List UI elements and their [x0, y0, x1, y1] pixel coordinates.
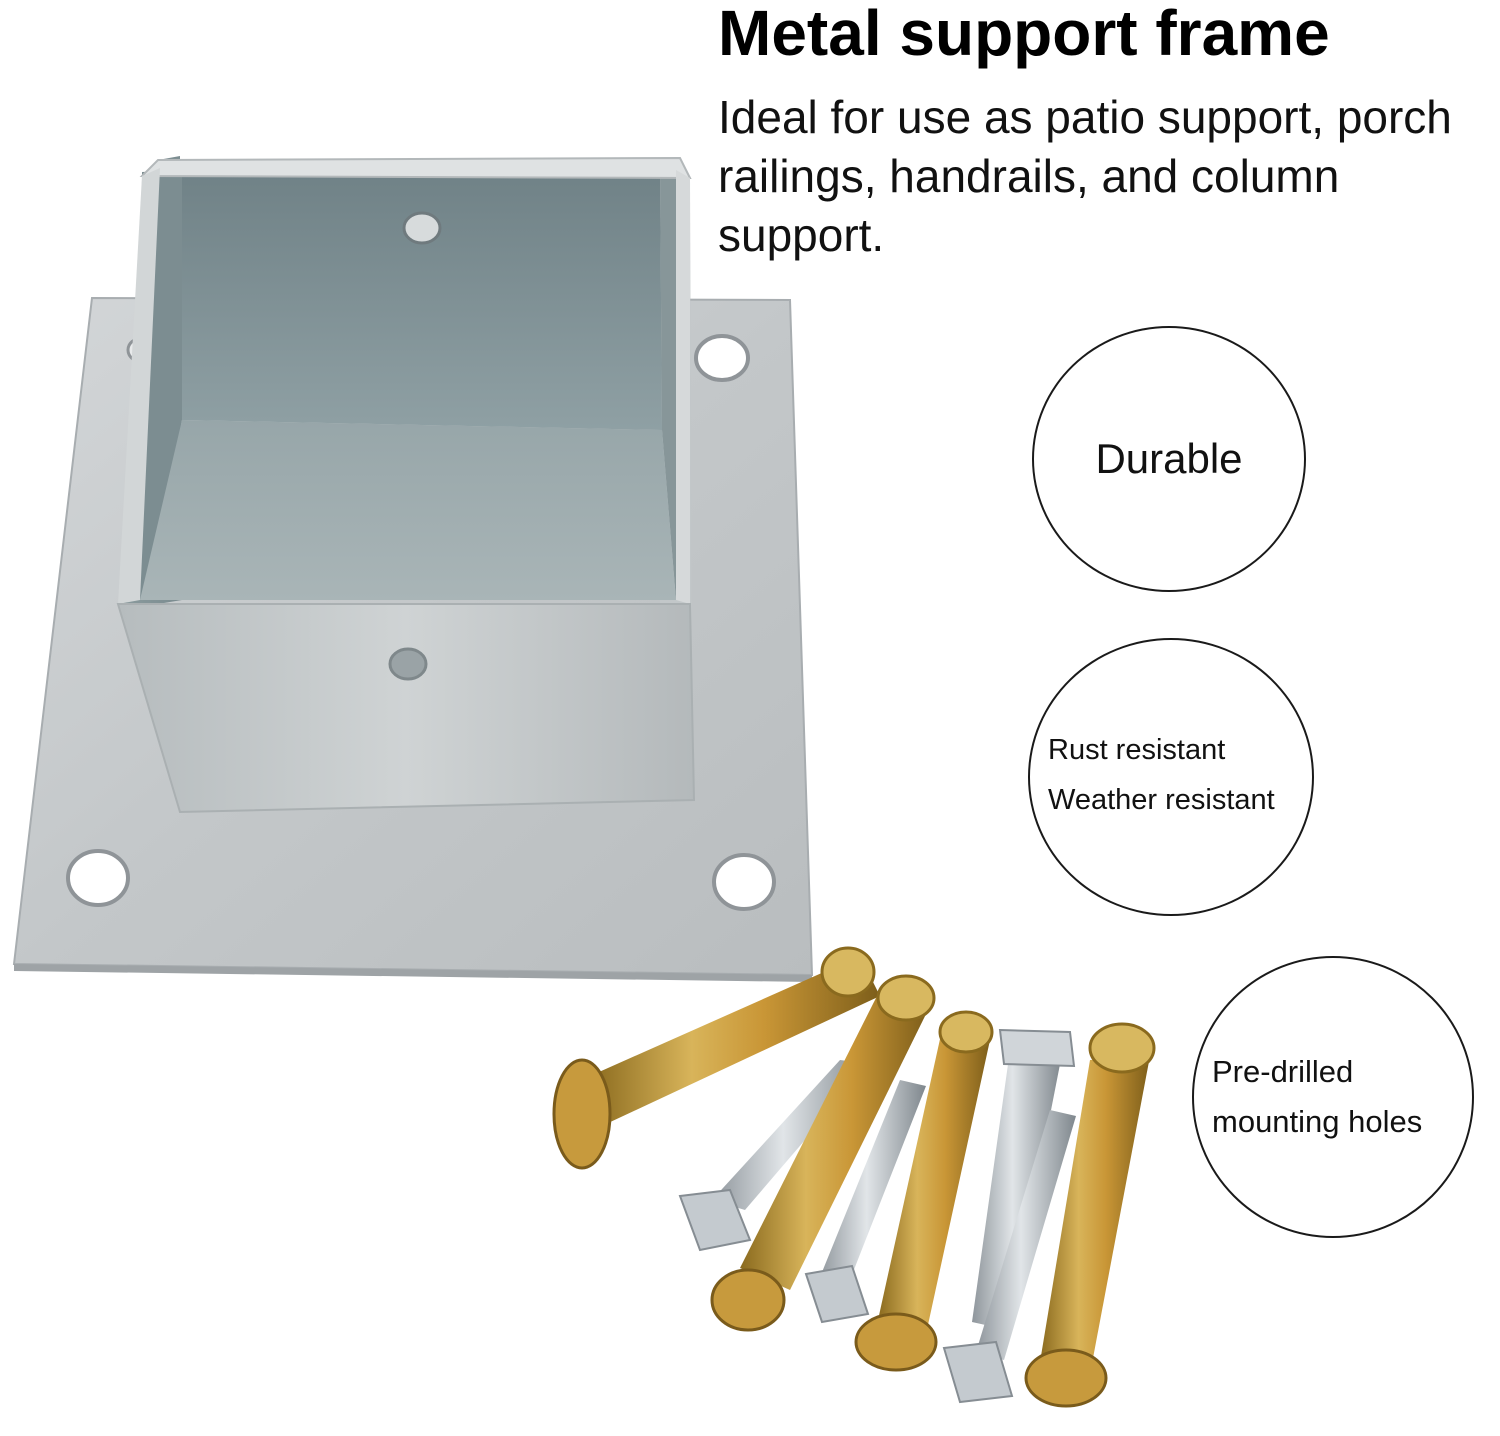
- lag-screw-icon: [942, 1110, 1076, 1404]
- feature-label: Durable: [1095, 435, 1243, 482]
- fastener-set: [552, 946, 1156, 1408]
- feature-badge-predrilled: Pre-drilled mounting holes: [1192, 956, 1474, 1238]
- anchor-bolt-icon: [854, 1010, 994, 1372]
- anchor-bolt-icon: [710, 974, 936, 1332]
- anchor-bolt-icon: [552, 946, 880, 1170]
- anchor-bolt-icon: [1024, 1022, 1156, 1408]
- feature-badge-resistant: Rust resistant Weather resistant: [1028, 638, 1314, 916]
- product-description: Ideal for use as patio support, porch ra…: [718, 91, 1452, 261]
- square-socket: [116, 156, 696, 814]
- feature-label: Pre-drilled: [1212, 1054, 1354, 1089]
- feature-badge-durable: Durable: [1032, 326, 1306, 592]
- feature-label: Weather resistant: [1048, 784, 1275, 816]
- feature-label: mounting holes: [1212, 1104, 1423, 1139]
- page-title: Metal support frame: [718, 0, 1330, 69]
- feature-label: Rust resistant: [1048, 734, 1226, 766]
- lag-screw-icon: [972, 1028, 1076, 1330]
- lag-screw-icon: [804, 1080, 926, 1324]
